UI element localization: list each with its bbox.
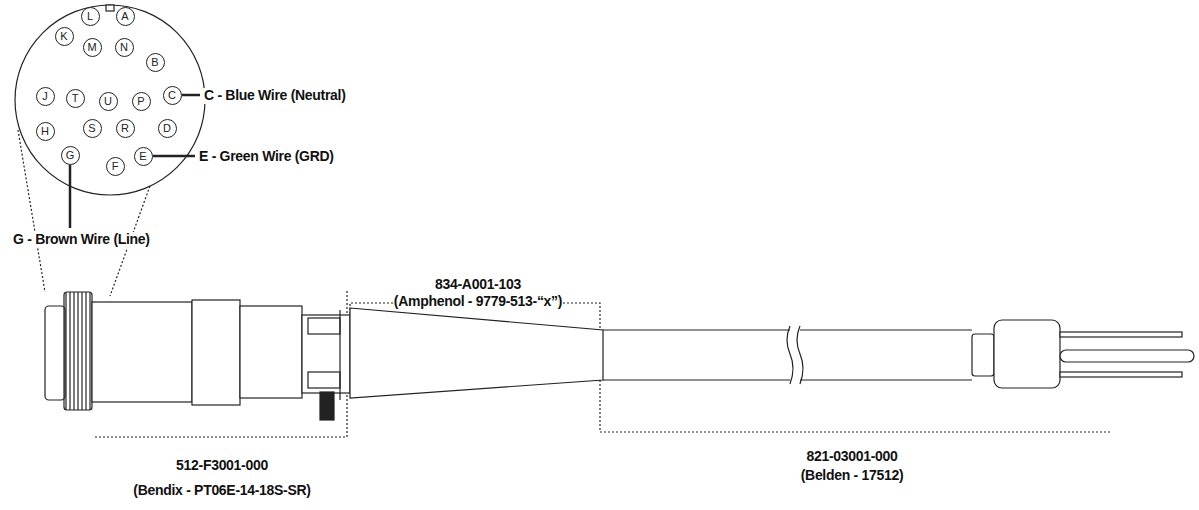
- pin-letter: S: [88, 123, 95, 134]
- clamp-screw: [320, 392, 334, 420]
- part-number: 821-03001-000: [805, 449, 898, 464]
- cable: [603, 379, 790, 380]
- pin-circle: J: [36, 87, 55, 106]
- clamp-strap: [308, 372, 340, 388]
- cable-break: [787, 326, 793, 384]
- cable: [800, 379, 972, 380]
- pin-letter: T: [72, 93, 79, 104]
- pin-circle: G: [61, 146, 80, 165]
- pin-letter: H: [41, 126, 49, 137]
- strain-relief: [972, 334, 994, 376]
- pin-letter: E: [139, 151, 146, 162]
- knurled-ring: [64, 292, 92, 410]
- pin-circle: L: [81, 7, 100, 26]
- pin-circle: A: [116, 7, 135, 26]
- cable: [800, 329, 972, 330]
- wire-label: E - Green Wire (GRD): [198, 149, 335, 164]
- pin-circle: C: [163, 86, 182, 105]
- pin-circle: M: [83, 38, 102, 57]
- backshell: [350, 308, 603, 398]
- cable-break: [797, 326, 803, 384]
- pin-letter: J: [42, 91, 48, 102]
- plug-blade: [1060, 332, 1182, 337]
- pin-circle: P: [132, 92, 151, 111]
- connector-face: [15, 5, 205, 195]
- connector-rear: [240, 306, 302, 398]
- clamp-strap: [308, 318, 340, 334]
- part-reference: (Amphenol - 9779-513-“x”): [393, 294, 563, 309]
- projection-line: [18, 130, 45, 292]
- plug-blade: [1060, 372, 1182, 377]
- plug-body: [994, 320, 1060, 388]
- pin-circle: T: [66, 89, 85, 108]
- pin-letter: K: [60, 31, 67, 42]
- pin-circle: S: [83, 119, 102, 138]
- cable-clamp: [302, 315, 350, 393]
- pin-letter: F: [112, 161, 119, 172]
- wire-label: G - Brown Wire (Line): [12, 232, 151, 247]
- pin-circle: D: [158, 119, 177, 138]
- pin-letter: D: [163, 123, 171, 134]
- leader-line: [153, 155, 195, 158]
- connector-body: [92, 302, 192, 402]
- pin-circle: K: [55, 27, 74, 46]
- ground-pin: [1060, 350, 1194, 362]
- pin-letter: U: [104, 96, 112, 107]
- pin-circle: N: [115, 38, 134, 57]
- leader-line: [182, 94, 200, 97]
- pin-letter: B: [151, 57, 158, 68]
- part-reference: (Belden - 17512): [800, 468, 905, 483]
- pin-letter: A: [121, 11, 128, 22]
- pin-letter: G: [66, 150, 75, 161]
- part-reference: (Bendix - PT06E-14-18S-SR): [132, 483, 311, 498]
- part-number: 512-F3001-000: [175, 458, 269, 473]
- pin-letter: P: [137, 96, 144, 107]
- part-number: 834-A001-103: [434, 277, 522, 292]
- key-notch: [106, 5, 114, 11]
- connector-band: [192, 300, 240, 405]
- pin-circle: F: [106, 157, 125, 176]
- pin-circle: R: [116, 119, 135, 138]
- leader-line: [69, 165, 72, 228]
- coupling-nut: [45, 306, 65, 400]
- pin-circle: H: [36, 122, 55, 141]
- pin-letter: N: [120, 42, 128, 53]
- pin-circle: U: [99, 92, 118, 111]
- pin-letter: L: [87, 11, 93, 22]
- cable: [603, 329, 790, 330]
- wire-label: C - Blue Wire (Neutral): [203, 88, 347, 103]
- pin-circle: B: [146, 53, 165, 72]
- pin-letter: C: [168, 90, 176, 101]
- pin-letter: M: [87, 42, 96, 53]
- pin-letter: R: [121, 123, 129, 134]
- clamp-edge: [339, 310, 340, 400]
- pin-circle: E: [134, 147, 153, 166]
